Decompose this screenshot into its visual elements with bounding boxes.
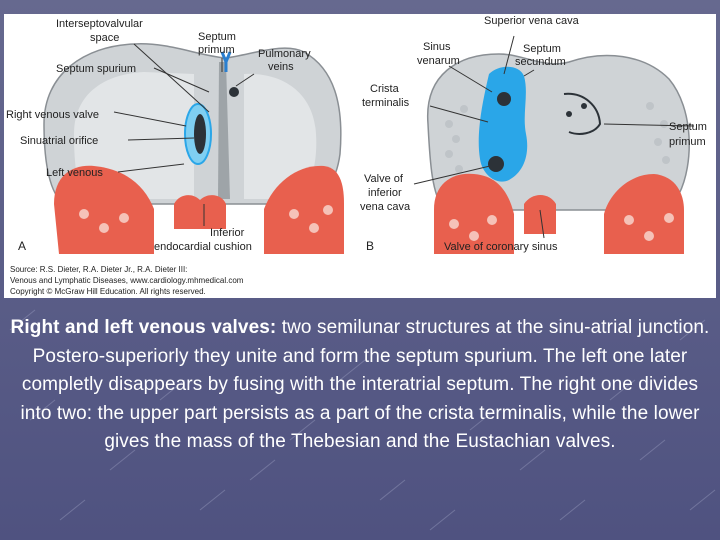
label-septum-primum-b: Septum bbox=[669, 121, 707, 133]
label-septum-primum-a-2: primum bbox=[198, 44, 235, 56]
label-left-venous: Left venous bbox=[46, 167, 103, 179]
label-septum-secundum: Septum bbox=[523, 43, 561, 55]
label-superior-vena-cava: Superior vena cava bbox=[484, 15, 580, 27]
panel-a-septum-primum bbox=[218, 62, 230, 199]
label-vena-cava: vena cava bbox=[360, 201, 411, 213]
label-septum-secundum-2: secundum bbox=[515, 56, 566, 68]
label-endocardial-cushion: endocardial cushion bbox=[154, 241, 252, 253]
label-interseptovalvular-space: space bbox=[90, 32, 119, 44]
panel-b-venous-valve bbox=[478, 66, 528, 182]
label-valve-coronary-sinus: Valve of coronary sinus bbox=[444, 241, 558, 253]
label-pulmonary-veins: Pulmonary bbox=[258, 48, 311, 60]
panel-a-letter: A bbox=[18, 239, 26, 253]
caption-text: two semilunar structures at the sinu-atr… bbox=[20, 317, 710, 453]
label-septum-primum-b-2: primum bbox=[669, 136, 706, 148]
label-inferior: Inferior bbox=[210, 227, 245, 239]
label-sinuatrial-orifice: Sinuatrial orifice bbox=[20, 135, 98, 147]
label-crista-terminalis-2: terminalis bbox=[362, 97, 410, 109]
label-valve-of: Valve of bbox=[364, 173, 404, 185]
label-septum-primum-a: Septum bbox=[198, 31, 236, 43]
slide-caption: Right and left venous valves: two semilu… bbox=[6, 314, 714, 457]
source-line-1: Source: R.S. Dieter, R.A. Dieter Jr., R.… bbox=[10, 265, 187, 274]
panel-b-heart-diagram: Superior vena cava Sinus venarum Septum … bbox=[360, 15, 707, 254]
label-inferior-b: inferior bbox=[368, 187, 402, 199]
panel-a-heart-diagram: Interseptovalvular space Septum primum P… bbox=[6, 18, 344, 254]
label-septum-spurium: Septum spurium bbox=[56, 63, 136, 75]
label-pulmonary-veins-2: veins bbox=[268, 61, 294, 73]
sinuatrial-orifice-icon bbox=[194, 114, 206, 154]
label-sinus-venarum: Sinus bbox=[423, 41, 451, 53]
label-right-venous-valve: Right venous valve bbox=[6, 109, 99, 121]
label-crista-terminalis: Crista bbox=[370, 83, 400, 95]
source-line-3: Copyright © McGraw Hill Education. All r… bbox=[10, 287, 206, 296]
source-line-2: Venous and Lymphatic Diseases, www.cardi… bbox=[10, 276, 244, 285]
panel-b-letter: B bbox=[366, 239, 374, 253]
label-sinus-venarum-2: venarum bbox=[417, 55, 460, 67]
label-interseptovalvular: Interseptovalvular bbox=[56, 18, 143, 30]
pulmonary-veins-icon bbox=[220, 51, 232, 72]
embryology-figure: Interseptovalvular space Septum primum P… bbox=[4, 14, 716, 298]
caption-term: Right and left venous valves: bbox=[10, 317, 277, 338]
